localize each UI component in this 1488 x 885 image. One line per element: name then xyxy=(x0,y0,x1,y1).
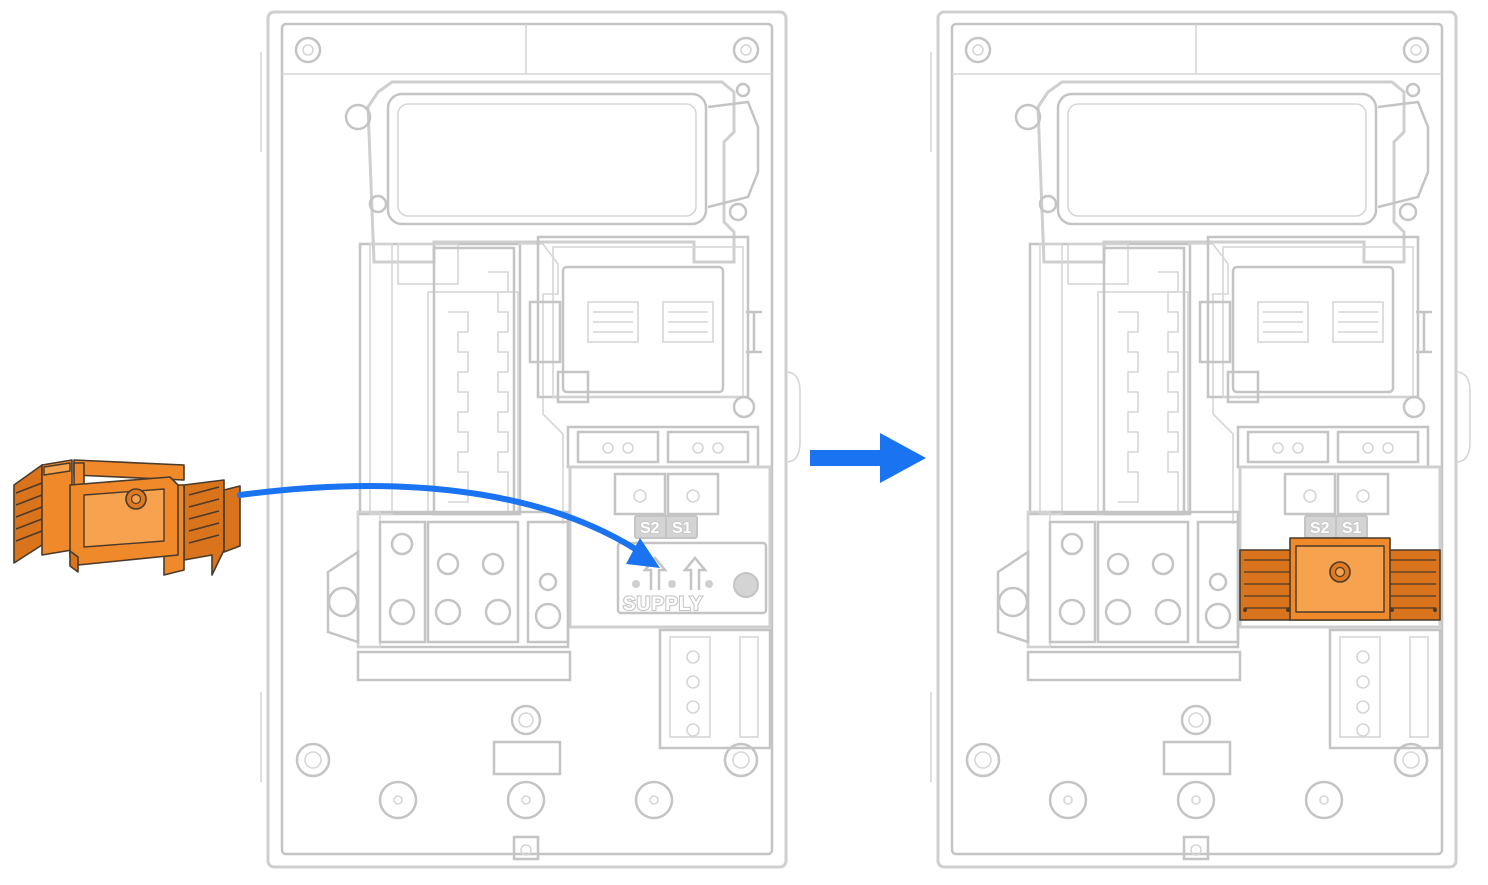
right-arrow xyxy=(810,433,926,483)
enclosure-before xyxy=(259,10,802,869)
installed-connector-shroud xyxy=(1239,537,1441,621)
label-s2-after: S2 xyxy=(1310,520,1330,537)
label-s1: S1 xyxy=(672,520,692,537)
label-s1-after: S1 xyxy=(1342,520,1362,537)
curved-arrow xyxy=(237,483,660,568)
label-s2: S2 xyxy=(640,520,660,537)
supply-label: SUPPLY xyxy=(623,594,703,615)
terminal-labels-after: S2 S1 xyxy=(1304,515,1368,539)
orange-connector-shroud xyxy=(13,459,241,576)
enclosure-after xyxy=(929,10,1472,869)
terminal-labels-before: S2 S1 SUPPLY xyxy=(616,515,768,616)
